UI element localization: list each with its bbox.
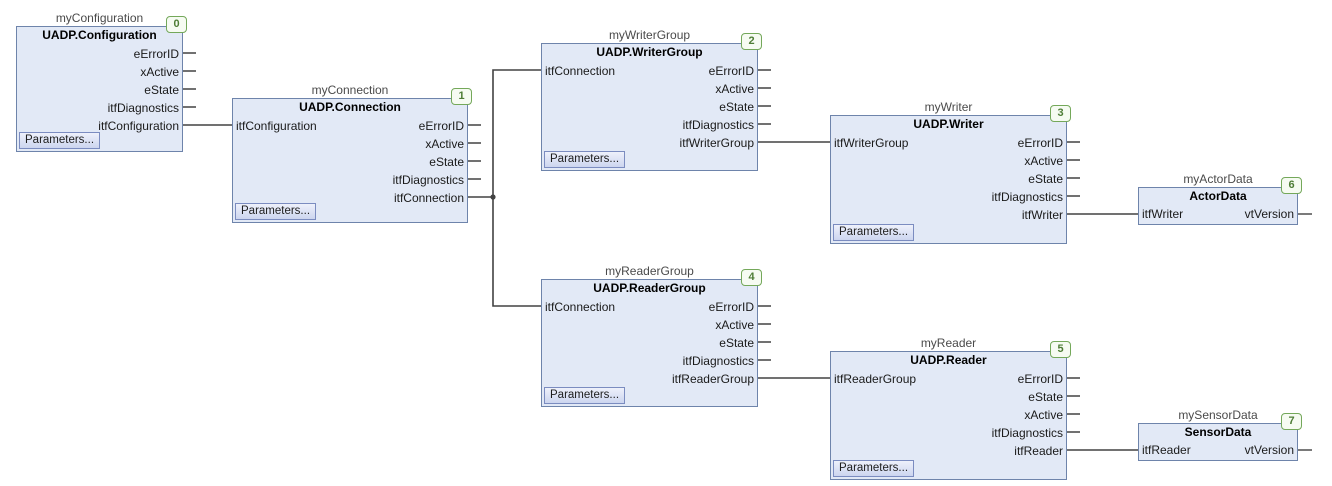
execution-order-badge: 3 [1050,105,1071,122]
block-body: UADP.Reader itfReaderGroup eErrorID eSta… [830,351,1067,480]
output-pin-xActive[interactable]: xActive [1024,408,1063,422]
parameters-button[interactable]: Parameters... [544,387,626,404]
pin-stub [183,52,196,108]
wire-connection-to-readergroup[interactable] [492,197,541,307]
function-block-myWriterGroup[interactable]: myWriterGroup 2 UADP.WriterGroup itfConn… [541,28,762,171]
instance-label[interactable]: myReader [920,336,977,350]
block-body: SensorData itfReader vtVersion [1138,423,1298,461]
input-pin-itfConfiguration[interactable]: itfConfiguration [236,119,317,133]
output-pin-vtVersion[interactable]: vtVersion [1244,207,1294,221]
input-pin-itfWriterGroup[interactable]: itfWriterGroup [834,136,909,150]
block-body: UADP.Configuration eErrorID xActive eSta… [16,26,183,152]
pin-stub [758,305,771,361]
instance-label[interactable]: myConnection [311,83,389,97]
pin-stub [468,124,481,180]
function-block-myReader[interactable]: myReader 5 UADP.Reader itfReaderGroup eE… [830,336,1071,480]
output-pin-itfConfiguration[interactable]: itfConfiguration [98,119,179,133]
output-pin-xActive[interactable]: xActive [715,318,754,332]
instance-label[interactable]: myWriterGroup [608,28,691,42]
parameters-button[interactable]: Parameters... [544,151,626,168]
output-pin-itfWriterGroup[interactable]: itfWriterGroup [679,136,754,150]
input-pin-itfConnection[interactable]: itfConnection [545,300,616,314]
input-pin-itfReaderGroup[interactable]: itfReaderGroup [834,372,917,386]
block-body: UADP.ReaderGroup itfConnection eErrorID … [541,279,758,407]
instance-label[interactable]: myReaderGroup [605,264,694,278]
output-pin-vtVersion[interactable]: vtVersion [1244,443,1294,457]
parameters-button[interactable]: Parameters... [833,460,915,477]
output-pin-eErrorID[interactable]: eErrorID [708,300,754,314]
output-pin-eState[interactable]: eState [429,155,464,169]
block-type-title: UADP.Configuration [42,28,157,42]
output-pin-eErrorID[interactable]: eErrorID [708,64,754,78]
block-type-title: ActorData [1189,189,1247,203]
block-type-title: UADP.WriterGroup [596,45,703,59]
execution-order-badge: 6 [1281,177,1302,194]
parameters-button[interactable]: Parameters... [235,203,317,220]
instance-label[interactable]: myActorData [1183,172,1253,186]
output-pin-itfDiagnostics[interactable]: itfDiagnostics [682,118,754,132]
input-pin-itfReader[interactable]: itfReader [1142,443,1191,457]
output-pin-eErrorID[interactable]: eErrorID [133,47,179,61]
execution-order-badge: 1 [451,88,472,105]
function-block-myConnection[interactable]: myConnection 1 UADP.Connection itfConfig… [232,83,472,223]
instance-label[interactable]: myWriter [924,100,973,114]
output-pin-itfDiagnostics[interactable]: itfDiagnostics [991,190,1063,204]
block-type-title: UADP.Writer [913,117,984,131]
output-pin-itfDiagnostics[interactable]: itfDiagnostics [682,354,754,368]
output-pin-eState[interactable]: eState [1028,172,1063,186]
output-pin-eState[interactable]: eState [144,83,179,97]
parameters-button[interactable]: Parameters... [833,224,915,241]
output-pin-eErrorID[interactable]: eErrorID [418,119,464,133]
block-type-title: SensorData [1184,425,1252,439]
function-block-myConfiguration[interactable]: myConfiguration 0 UADP.Configuration eEr… [16,11,187,152]
output-pin-eState[interactable]: eState [1028,390,1063,404]
input-pin-itfWriter[interactable]: itfWriter [1142,207,1184,221]
output-pin-xActive[interactable]: xActive [1024,154,1063,168]
block-type-title: UADP.Connection [299,100,401,114]
output-pin-itfConnection[interactable]: itfConnection [393,191,464,205]
execution-order-badge: 5 [1050,341,1071,358]
execution-order-badge: 2 [741,33,762,50]
block-type-title: UADP.ReaderGroup [593,281,706,295]
output-pin-itfDiagnostics[interactable]: itfDiagnostics [392,173,464,187]
output-pin-itfReaderGroup[interactable]: itfReaderGroup [671,372,754,386]
output-pin-eState[interactable]: eState [719,100,754,114]
function-block-myReaderGroup[interactable]: myReaderGroup 4 UADP.ReaderGroup itfConn… [541,264,762,407]
pin-stub [1067,141,1080,197]
output-pin-eErrorID[interactable]: eErrorID [1017,136,1063,150]
function-block-mySensorData[interactable]: mySensorData 7 SensorData itfReader vtVe… [1138,408,1302,461]
output-pin-itfWriter[interactable]: itfWriter [1021,208,1063,222]
block-body: UADP.Connection itfConfiguration eErrorI… [232,98,468,223]
input-pin-itfConnection[interactable]: itfConnection [545,64,616,78]
parameters-button[interactable]: Parameters... [19,132,101,149]
execution-order-badge: 7 [1281,413,1302,430]
instance-label[interactable]: myConfiguration [55,11,144,25]
function-block-myActorData[interactable]: myActorData 6 ActorData itfWriter vtVers… [1138,172,1302,225]
pin-stub [1067,377,1080,433]
output-pin-itfDiagnostics[interactable]: itfDiagnostics [991,426,1063,440]
pin-stub [758,69,771,125]
block-body: ActorData itfWriter vtVersion [1138,187,1298,225]
output-pin-xActive[interactable]: xActive [715,82,754,96]
output-pin-xActive[interactable]: xActive [425,137,464,151]
output-pin-itfReader[interactable]: itfReader [1014,444,1063,458]
block-body: UADP.WriterGroup itfConnection eErrorID … [541,43,758,171]
execution-order-badge: 0 [166,16,187,33]
function-block-myWriter[interactable]: myWriter 3 UADP.Writer itfWriterGroup eE… [830,100,1071,244]
block-body: UADP.Writer itfWriterGroup eErrorID xAct… [830,115,1067,244]
output-pin-itfDiagnostics[interactable]: itfDiagnostics [107,101,179,115]
output-pin-eErrorID[interactable]: eErrorID [1017,372,1063,386]
block-type-title: UADP.Reader [910,353,987,367]
wire-junction-dot [490,194,496,200]
wire-connection-to-writergroup[interactable] [492,69,541,197]
execution-order-badge: 4 [741,269,762,286]
output-pin-eState[interactable]: eState [719,336,754,350]
output-pin-xActive[interactable]: xActive [140,65,179,79]
instance-label[interactable]: mySensorData [1178,408,1258,422]
